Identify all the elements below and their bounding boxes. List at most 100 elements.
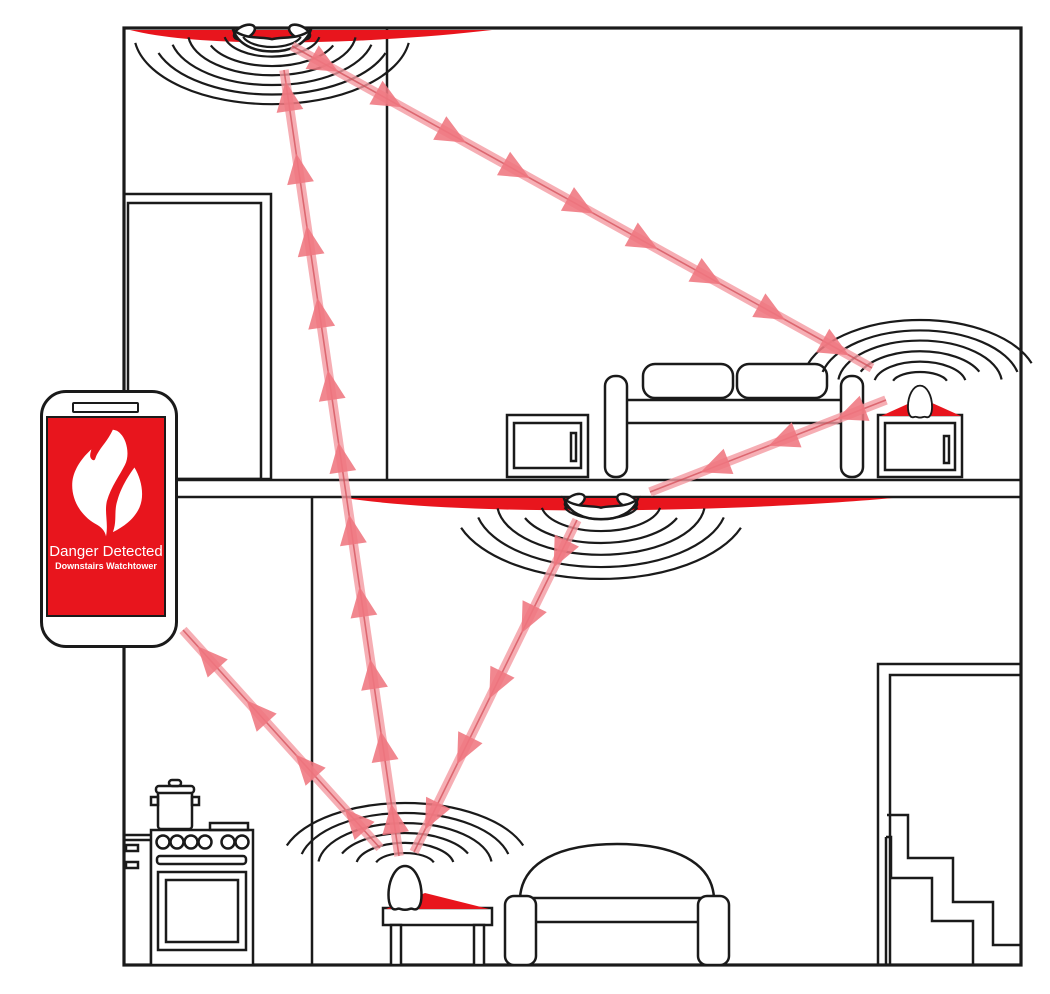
stairs-front-edge [884, 835, 975, 965]
arrowhead [276, 81, 304, 113]
oven-window [164, 878, 240, 944]
arrowhead [425, 796, 451, 830]
arrowhead [318, 370, 346, 402]
cabinet-body [876, 413, 964, 479]
flame-icon-svg [72, 429, 143, 537]
arrowhead [382, 803, 409, 836]
ripple-arc [223, 36, 321, 58]
arrowhead [624, 222, 658, 249]
arrowhead [433, 116, 466, 143]
arrowhead [297, 225, 325, 258]
arrowhead [768, 422, 802, 448]
armchair [503, 842, 731, 967]
arrowhead [369, 80, 403, 108]
signal-arrows [179, 41, 888, 857]
oven-door [156, 870, 248, 952]
pot-lid-knob [167, 778, 183, 788]
ripple-arc [285, 801, 525, 847]
ripple-arc [355, 841, 455, 863]
alert-subtitle: Downstairs Watchtower [55, 561, 157, 571]
table-top [381, 906, 494, 927]
arrowhead [521, 600, 547, 634]
side-table [381, 906, 494, 967]
upper-closet [122, 192, 273, 481]
staircase [884, 813, 1021, 965]
arrowhead [457, 731, 483, 765]
arrowhead [329, 442, 357, 474]
cabinet-handle [569, 431, 578, 463]
arrowhead [816, 328, 849, 356]
flame-leaf [112, 467, 143, 533]
signal-link-upstairs-ceiling-detector-to-bedside-watchtower [289, 41, 875, 373]
arrowhead [700, 448, 734, 474]
downstairs-watchtower [387, 864, 423, 912]
arrowhead [688, 258, 722, 285]
armchair-armrest [696, 894, 731, 967]
kitchen-counter [122, 833, 153, 967]
drawer-handle [124, 843, 140, 853]
ripple-arc [837, 339, 1003, 380]
table-leg [389, 923, 403, 967]
arrowhead [305, 45, 339, 72]
signal-link-downstairs-ceiling-detector-to-downstairs-watchtower [409, 517, 582, 855]
arrowhead [752, 293, 786, 320]
table-leg [472, 923, 486, 967]
ripple-arc [171, 44, 373, 87]
arrowhead [340, 514, 367, 547]
signal-ripples [134, 36, 1033, 864]
arrowhead [197, 646, 228, 678]
alert-title: Danger Detected [49, 543, 163, 560]
stairs-back-edge [887, 813, 1021, 947]
cooking-pot [149, 778, 201, 831]
arrowhead [836, 395, 870, 421]
ripple-arc [300, 811, 510, 855]
ripple-arc [563, 506, 639, 521]
arrowhead [246, 700, 277, 732]
flame-body [72, 429, 128, 537]
stove-knob [197, 834, 213, 850]
flame-icon [62, 427, 150, 539]
cabinet-door [883, 421, 957, 472]
ripple-arc [157, 52, 387, 96]
sofa-back-cushion [735, 362, 829, 400]
pot-handle-right [190, 795, 201, 807]
ripple-arc [341, 831, 469, 855]
drawer-handle [124, 860, 140, 870]
nightstand-right [876, 413, 964, 479]
cabinet-body [505, 413, 590, 479]
cabinet-handle [942, 434, 951, 465]
pot-body [156, 789, 194, 831]
arrowhead [371, 731, 399, 763]
ripple-arc [496, 508, 706, 556]
detector-dome [230, 26, 314, 53]
bedside-watchtower [907, 384, 933, 419]
smartphone: Danger Detected Downstairs Watchtower [40, 390, 178, 648]
arrowhead [350, 586, 378, 619]
arrowhead [295, 754, 326, 786]
phone-speaker [72, 402, 139, 413]
ripple-arc [317, 822, 493, 862]
ripple-arc [477, 516, 725, 569]
nightstand-left [505, 413, 590, 479]
armchair-armrest [503, 894, 538, 967]
armchair-back [518, 842, 716, 900]
arrowhead [489, 665, 515, 699]
ripple-arc [873, 360, 967, 381]
burner-plate [208, 821, 250, 832]
sofa-armrest [839, 374, 865, 479]
cabinet-door [512, 421, 583, 470]
phone-alert-screen: Danger Detected Downstairs Watchtower [46, 416, 166, 617]
watchtower-sensor [387, 864, 423, 912]
signal-link-bedside-watchtower-to-downstairs-ceiling-detector [648, 395, 888, 497]
ceiling-smoke-downstairs [345, 498, 893, 511]
ripple-arc [892, 370, 948, 382]
oven-handle [155, 854, 248, 866]
ripple-arc [460, 527, 742, 580]
closet-inner-frame [126, 201, 263, 481]
stove-knob [234, 834, 250, 850]
sofa-seat [612, 398, 856, 425]
arrowhead [361, 659, 388, 691]
arrowhead [497, 151, 530, 178]
arrowhead [344, 808, 375, 840]
